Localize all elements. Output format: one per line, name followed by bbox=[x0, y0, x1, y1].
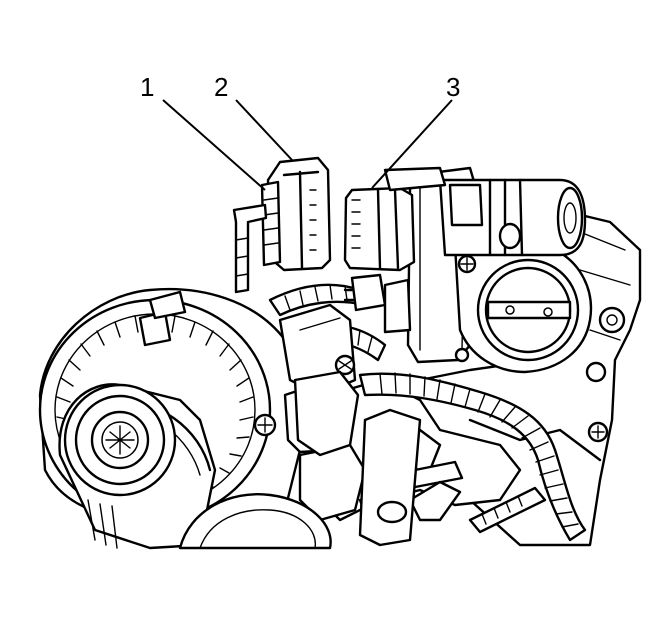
leader-line-1 bbox=[162, 99, 266, 191]
leader-line-3 bbox=[371, 99, 453, 189]
electrical-connector bbox=[260, 156, 332, 272]
pulley bbox=[58, 383, 332, 550]
callout-2: 2 bbox=[214, 72, 228, 102]
callout-1: 1 bbox=[140, 72, 154, 102]
callout-3: 3 bbox=[446, 72, 460, 102]
wiring-harness-lead bbox=[232, 203, 268, 294]
mounting-bracket bbox=[293, 370, 422, 547]
throttle-body bbox=[343, 166, 593, 374]
leader-line-2 bbox=[235, 99, 293, 161]
leader-lines bbox=[162, 99, 453, 191]
